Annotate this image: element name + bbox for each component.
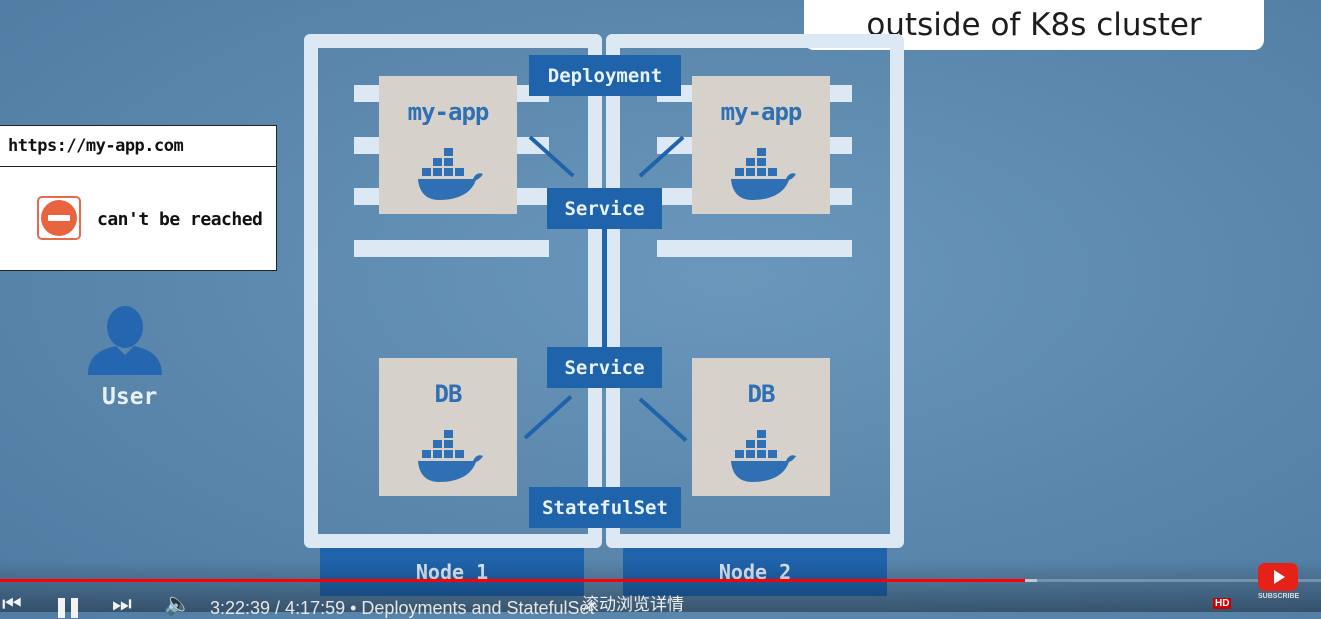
settings-icon[interactable]: HD <box>1206 598 1236 612</box>
db-title: DB <box>434 380 463 408</box>
subscribe-label[interactable]: SUBSCRIBE <box>1258 593 1300 600</box>
user-icon <box>86 305 166 377</box>
progress-buffer <box>1025 579 1037 582</box>
volume-icon[interactable]: 🔈 <box>164 592 192 617</box>
deployment-label: Deployment <box>529 55 681 96</box>
prev-icon[interactable]: ⏮ <box>2 592 22 617</box>
stripe <box>657 240 852 257</box>
pause-icon[interactable] <box>58 598 80 618</box>
service-bottom-label: Service <box>547 347 662 388</box>
browser-url-bar[interactable]: https://my-app.com <box>0 126 276 167</box>
scroll-tip: 滚动浏览详情 <box>582 595 684 615</box>
no-entry-icon <box>37 196 81 240</box>
node-1-frame <box>304 34 602 548</box>
app-title: my-app <box>407 98 490 126</box>
app-pod-node-1: my-app <box>379 76 517 214</box>
docker-icon <box>730 146 798 202</box>
docker-icon <box>730 428 798 484</box>
db-title: DB <box>747 380 776 408</box>
app-title: my-app <box>720 98 803 126</box>
user-label: User <box>102 384 158 410</box>
error-message: can't be reached <box>97 209 263 230</box>
node-2-frame <box>606 34 904 548</box>
hd-badge: HD <box>1213 598 1232 609</box>
next-icon[interactable]: ⏭ <box>112 592 132 617</box>
controls-gradient <box>0 560 1321 612</box>
stripe <box>354 240 549 257</box>
service-top-label: Service <box>547 188 662 229</box>
db-pod-node-2: DB <box>692 358 830 496</box>
progress-bar[interactable] <box>0 579 1026 582</box>
statefulset-label: StatefulSet <box>529 487 681 528</box>
db-pod-node-1: DB <box>379 358 517 496</box>
docker-icon <box>417 428 485 484</box>
app-pod-node-2: my-app <box>692 76 830 214</box>
youtube-icon[interactable] <box>1258 563 1298 591</box>
browser-window: https://my-app.com can't be reached <box>0 125 277 271</box>
docker-icon <box>417 146 485 202</box>
time-display: 3:22:39 / 4:17:59 • Deployments and Stat… <box>210 598 595 618</box>
service-link-line <box>602 228 607 348</box>
node-1-label: Node 1 <box>320 548 584 596</box>
node-2-label: Node 2 <box>623 548 887 596</box>
callout-text: outside of K8s cluster <box>866 7 1202 43</box>
